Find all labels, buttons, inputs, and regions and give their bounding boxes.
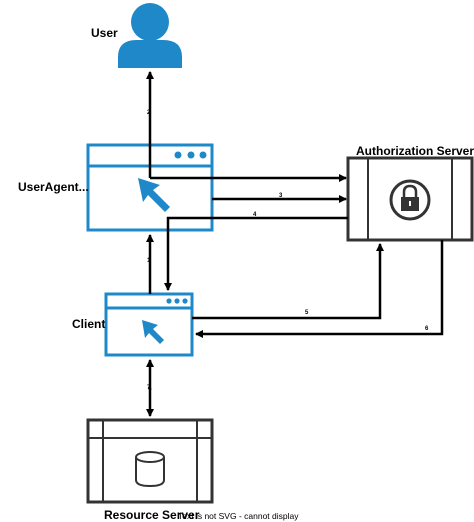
client-label: Client	[72, 317, 106, 331]
padlock-icon	[389, 179, 431, 221]
edge-4-label: 4	[253, 212, 257, 218]
edge-1-label: 1	[147, 258, 151, 264]
edge-5	[192, 243, 384, 320]
edge-4	[164, 216, 348, 291]
edge-5-label: 5	[305, 310, 309, 316]
authorization-server-label: Authorization Server	[356, 144, 474, 158]
authorization-server-box	[346, 156, 474, 242]
cursor-arrow-icon	[138, 178, 170, 212]
edge-7-label: 7	[147, 385, 151, 391]
edge-3-label: 3	[279, 193, 283, 199]
client-window-icon	[104, 292, 194, 357]
user-icon	[118, 3, 182, 68]
edge-2	[146, 71, 347, 182]
svg-warning-note: Text is not SVG - cannot display	[178, 511, 299, 521]
resource-server-label: Resource Server	[104, 508, 200, 522]
database-icon	[135, 451, 165, 488]
user-agent-label: UserAgent...	[18, 180, 89, 194]
edge-6	[195, 240, 444, 338]
edge-6-label: 6	[425, 326, 429, 332]
resource-server-box	[86, 418, 214, 504]
cursor-arrow-icon	[142, 320, 164, 344]
edge-2-label: 2	[147, 110, 151, 116]
user-label: User	[91, 26, 118, 40]
